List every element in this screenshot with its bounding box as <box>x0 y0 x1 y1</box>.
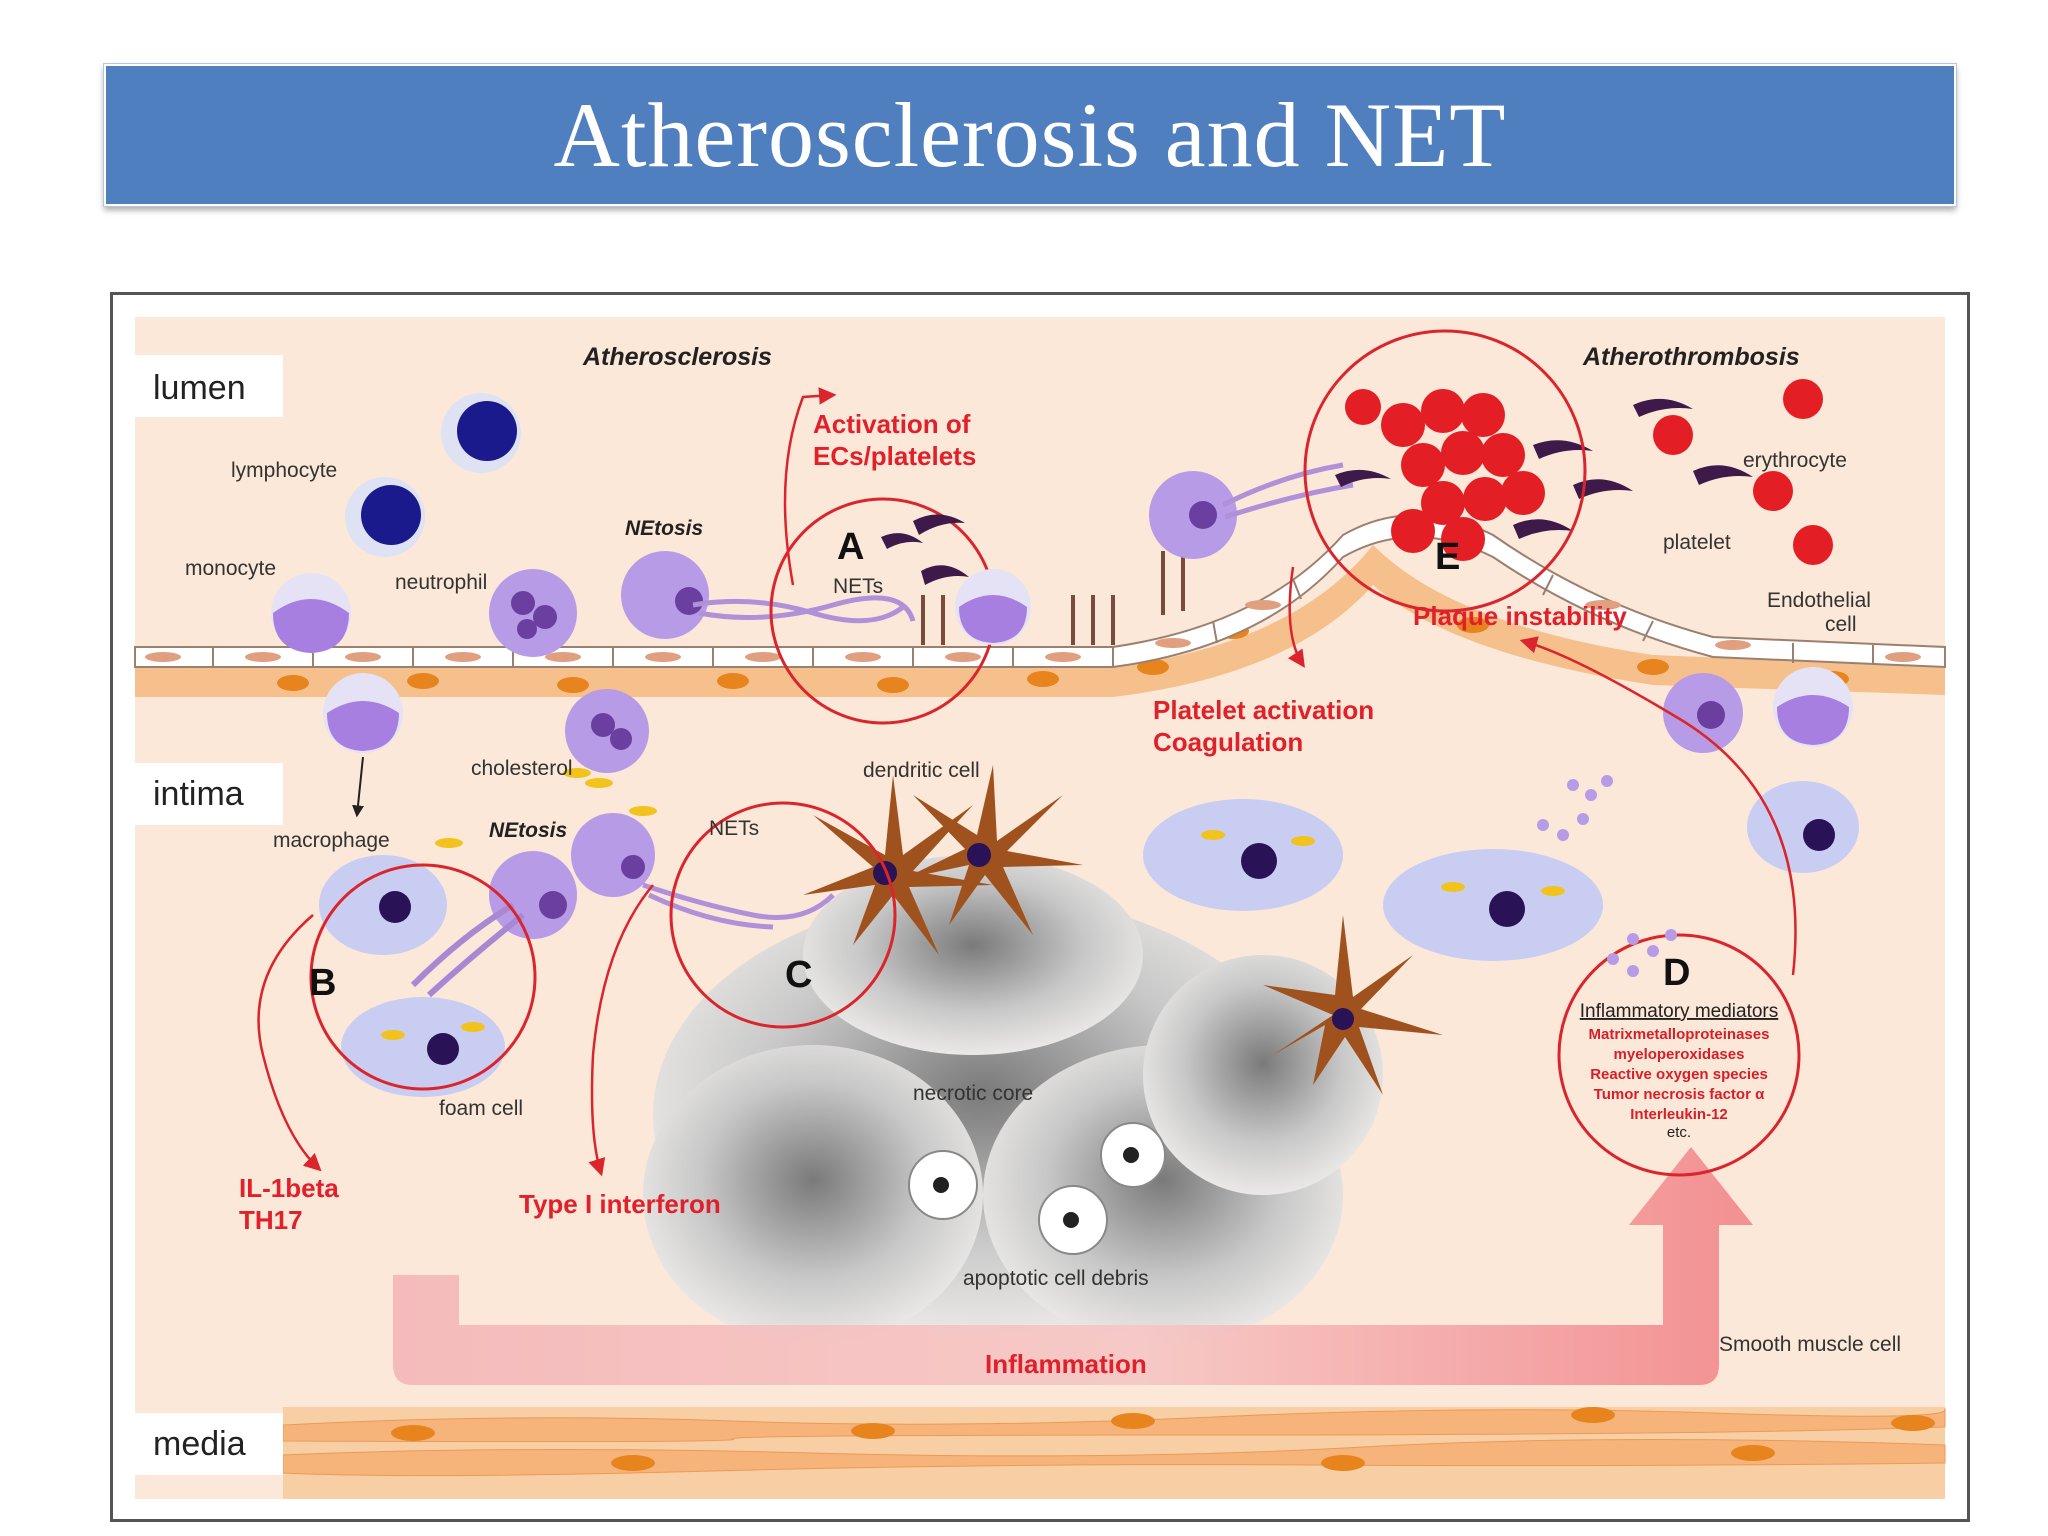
dendritic-cell-label: dendritic cell <box>863 759 980 782</box>
neutrophil-cell <box>489 569 577 657</box>
erythrocyte-label: erythrocyte <box>1743 449 1847 472</box>
dendritic-cells <box>803 765 1083 955</box>
cholesterol-drops <box>435 768 657 848</box>
lymphocyte-cells <box>345 393 521 557</box>
mediator-item-5: Interleukin-12 <box>1630 1106 1728 1123</box>
intima-macrophages-middle <box>1143 799 1603 961</box>
platelet-shapes-a <box>881 514 969 585</box>
activation-line-2: ECs/platelets <box>813 441 976 471</box>
il-1beta-line-1: IL-1beta <box>239 1173 339 1203</box>
inflammation-arrow: Inflammation <box>393 1147 1753 1385</box>
media-smooth-muscle-layer <box>282 1407 1946 1499</box>
monocyte-cell-a <box>955 569 1031 645</box>
page-title: Atherosclerosis and NET <box>553 84 1507 186</box>
monocyte-arrow <box>352 756 364 818</box>
platelet-activation-line-2: Coagulation <box>1153 727 1303 757</box>
region-label-lumen: lumen <box>135 355 283 417</box>
platelet-activation-label: Platelet activation Coagulation <box>1153 566 1374 757</box>
region-label-media: media <box>135 1413 283 1475</box>
platelet-label: platelet <box>1663 531 1731 554</box>
lymphocyte-label: lymphocyte <box>231 459 337 482</box>
nets-strands-c <box>642 882 835 930</box>
nets-a-label: NETs <box>833 575 883 598</box>
endothelium-layer <box>134 514 1946 669</box>
mediator-item-2: myeloperoxidases <box>1614 1046 1745 1063</box>
media-label: media <box>153 1425 246 1463</box>
monocyte-label: monocyte <box>185 557 276 580</box>
mediators-etc: etc. <box>1667 1124 1691 1141</box>
dendritic-cell-right <box>1263 915 1443 1095</box>
activation-line-1: Activation of <box>813 409 971 439</box>
type-i-interferon-text: Type I interferon <box>519 1189 721 1219</box>
circle-e: E <box>1303 329 1587 613</box>
smooth-muscle-label: Smooth muscle cell <box>1719 1333 1901 1356</box>
letter-a: A <box>837 526 864 568</box>
atherosclerosis-heading: Atherosclerosis <box>582 343 772 371</box>
necrotic-core: necrotic core apoptotic cell debris <box>643 855 1383 1345</box>
netosis-top-neutrophil <box>621 551 709 639</box>
netosis-bottom-neutrophils <box>489 813 655 939</box>
atherothrombosis-heading: Atherothrombosis <box>1582 343 1800 371</box>
mediators-title: Inflammatory mediators <box>1580 1001 1779 1022</box>
circle-b: B <box>309 863 537 1091</box>
plaque-instability-label: Plaque instability <box>1413 601 1627 631</box>
letter-c: C <box>785 954 812 996</box>
circle-c: C NETs <box>669 801 897 1029</box>
intima-cells-right <box>1663 667 1859 873</box>
region-label-intima: intima <box>135 763 283 825</box>
endothelial-label-1: Endothelial <box>1767 589 1871 612</box>
intima-neutrophil <box>565 689 649 773</box>
netosis-top-label: NEtosis <box>625 517 703 540</box>
endothelial-label-2: cell <box>1825 613 1857 636</box>
plaque-arrow <box>1519 636 1797 976</box>
type-i-interferon-label: Type I interferon <box>519 884 721 1219</box>
netosis-bottom-label: NEtosis <box>489 819 567 842</box>
thrombus-platelets <box>1335 398 1753 539</box>
nets-strands-a <box>692 595 916 624</box>
neutrophil-label: neutrophil <box>395 571 487 594</box>
apoptotic-debris-label: apoptotic cell debris <box>963 1267 1149 1290</box>
activation-ecs-label: Activation of ECs/platelets <box>783 387 976 586</box>
nets-c-label: NETs <box>709 817 759 840</box>
cholesterol-label: cholesterol <box>471 757 573 780</box>
letter-b: B <box>309 962 336 1004</box>
mediator-item-3: Reactive oxygen species <box>1590 1066 1768 1083</box>
circle-d: D <box>1557 933 1801 1177</box>
intima-label: intima <box>153 775 244 813</box>
foam-cell-label: foam cell <box>439 1097 523 1120</box>
necrotic-core-label: necrotic core <box>913 1082 1033 1105</box>
il-1beta-line-2: TH17 <box>239 1205 303 1235</box>
lumen-label: lumen <box>153 369 246 407</box>
foam-cell <box>341 997 505 1097</box>
letter-d: D <box>1663 952 1690 994</box>
thrombus-erythrocytes <box>1345 379 1833 565</box>
macrophage-cell <box>319 855 447 955</box>
neutrophil-thrombus <box>1149 471 1237 559</box>
inflammation-label: Inflammation <box>985 1349 1147 1379</box>
migrating-monocyte <box>323 673 403 753</box>
mediator-item-1: Matrixmetalloproteinases <box>1589 1026 1770 1043</box>
mediators-list: Inflammatory mediators Matrixmetalloprot… <box>1580 1001 1779 1141</box>
mediator-particles <box>1537 775 1677 977</box>
macrophage-label: macrophage <box>273 829 390 852</box>
adhered-platelets <box>921 551 1185 645</box>
monocyte-cell <box>271 573 351 653</box>
title-bar: Atherosclerosis and NET <box>103 63 1957 207</box>
nets-strands-e <box>1221 462 1354 520</box>
diagram-figure: lumen intima media Atherosclerosis Ather… <box>110 292 1970 1522</box>
mediator-item-4: Tumor necrosis factor α <box>1594 1086 1765 1103</box>
nets-strands-b <box>410 902 525 998</box>
platelet-activation-line-1: Platelet activation <box>1153 695 1374 725</box>
letter-e: E <box>1435 536 1460 578</box>
diagram-svg: lumen intima media Atherosclerosis Ather… <box>134 317 1946 1499</box>
il-1beta-label: IL-1beta TH17 <box>239 914 339 1235</box>
